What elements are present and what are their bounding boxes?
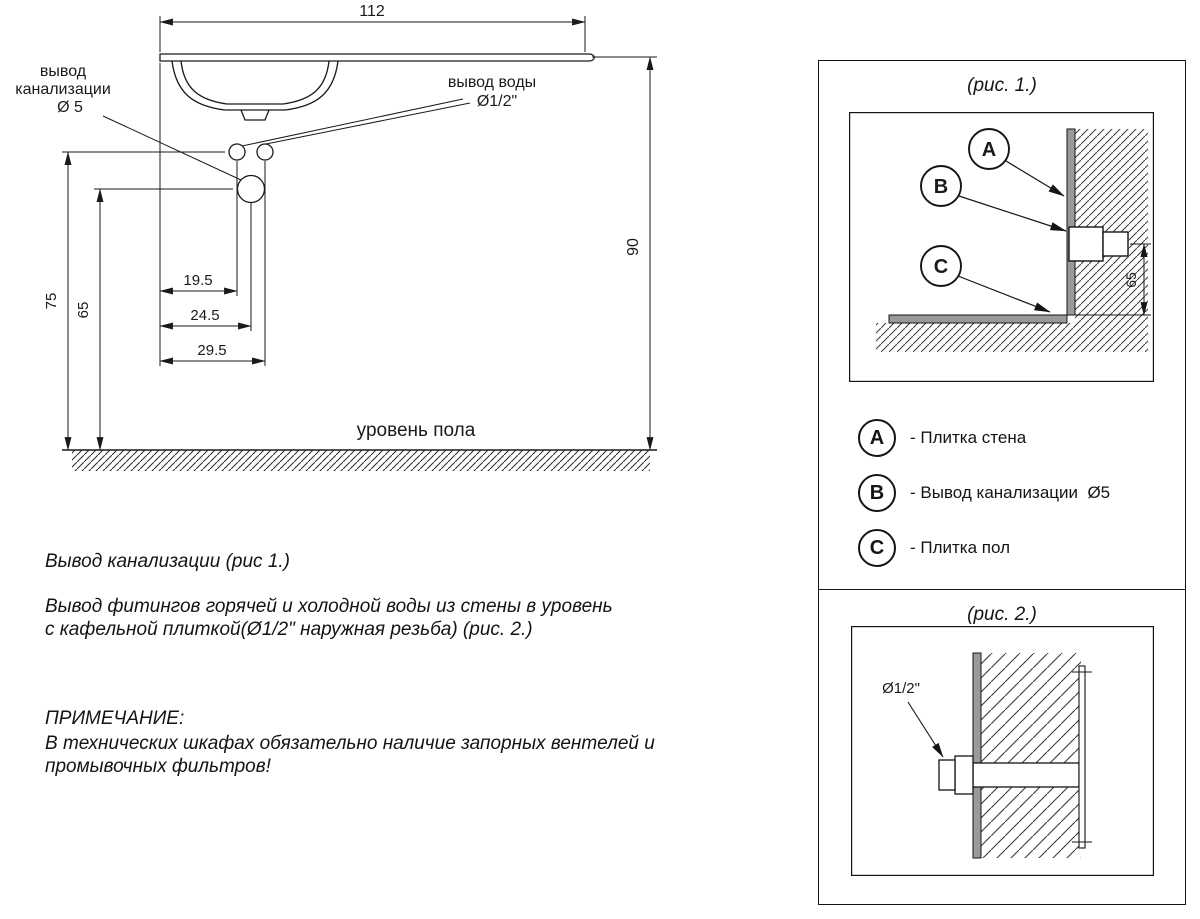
fitting-nut bbox=[954, 755, 974, 795]
legend-a-circle: A bbox=[858, 419, 896, 457]
callout-a-arrow bbox=[1005, 160, 1065, 197]
figure-2-detail-drawing: Ø1/2" bbox=[851, 626, 1154, 877]
legend-row-c: C - Плитка пол bbox=[858, 529, 1010, 567]
legend-b-label: - Вывод канализации Ø5 bbox=[910, 483, 1111, 502]
leader-lines bbox=[102, 98, 471, 181]
note-fittings-line2: с кафельной плиткой(Ø1/2" наружная резьб… bbox=[45, 619, 533, 640]
sewer-outlet-circle bbox=[236, 174, 266, 204]
callout-letters: A B C bbox=[934, 139, 996, 278]
sewer-pipe-socket bbox=[1068, 226, 1104, 262]
sewer-label-line1: вывод bbox=[40, 63, 87, 80]
floor-hatching bbox=[72, 450, 650, 471]
legend-b-circle: B bbox=[858, 474, 896, 512]
basin-outer-wall bbox=[171, 60, 339, 111]
figure-1-drawing-box: 65 A B C bbox=[849, 112, 1154, 387]
dim-text-29-5: 29.5 bbox=[197, 342, 226, 359]
note-remark-line2: промывочных фильтров! bbox=[45, 756, 271, 777]
pipe-diameter-label: Ø1/2" bbox=[882, 680, 920, 697]
legend-row-b: B - Вывод канализации Ø5 bbox=[858, 474, 1110, 512]
legend-c-circle: C bbox=[858, 529, 896, 567]
water-label-line2: Ø1/2" bbox=[477, 93, 517, 110]
wall-tile-strip bbox=[1066, 128, 1076, 316]
figure-1-panel: (рис. 1.) bbox=[818, 60, 1186, 590]
sewer-leader-line bbox=[102, 115, 242, 181]
mounting-bar bbox=[1078, 665, 1086, 849]
sewer-label-line2: канализации bbox=[15, 81, 111, 98]
figure-1-title: (рис. 1.) bbox=[967, 75, 1037, 96]
callout-arrows bbox=[957, 160, 1067, 313]
figure-2-drawing-box: Ø1/2" bbox=[851, 626, 1154, 881]
dim-text-90: 90 bbox=[625, 238, 642, 256]
callout-circles bbox=[920, 128, 1010, 287]
callout-a-letter: A bbox=[982, 139, 996, 161]
water-outlet-left-circle bbox=[228, 143, 246, 161]
dim-text-65: 65 bbox=[75, 302, 92, 319]
note-sewer-ref: Вывод канализации (рис 1.) bbox=[45, 551, 291, 572]
floor-hatching bbox=[876, 323, 1075, 352]
legend-c-label: - Плитка пол bbox=[910, 538, 1010, 557]
water-pipe bbox=[972, 762, 1080, 788]
water-label-line1: вывод воды bbox=[448, 74, 536, 91]
main-installation-drawing: вывод канализации Ø 5 вывод воды Ø1/2" 1… bbox=[15, 3, 657, 471]
floor-level-label: уровень пола bbox=[357, 420, 476, 441]
callout-c-circle bbox=[920, 245, 962, 287]
dim-text-24-5: 24.5 bbox=[190, 307, 219, 324]
wall-tile-strip bbox=[972, 652, 982, 859]
dim-text-75: 75 bbox=[43, 293, 60, 310]
callout-b-arrow bbox=[958, 195, 1067, 232]
water-leader-line-1 bbox=[241, 98, 464, 147]
callout-c-arrow bbox=[957, 275, 1051, 313]
dim-text-112: 112 bbox=[359, 3, 385, 20]
basin-inner-wall bbox=[180, 60, 330, 105]
note-remark-title: ПРИМЕЧАНИЕ: bbox=[45, 708, 185, 729]
note-fittings-line1: Вывод фитингов горячей и холодной воды и… bbox=[45, 596, 613, 617]
drawing-labels: вывод канализации Ø 5 вывод воды Ø1/2" 1… bbox=[15, 3, 642, 441]
note-remark-line1: В технических шкафах обязательно наличие… bbox=[45, 733, 655, 754]
figure-2-panel: (рис. 2.) bbox=[818, 590, 1186, 905]
callout-b-letter: B bbox=[934, 176, 948, 198]
drain-outlet bbox=[240, 109, 270, 121]
water-leader-line-2 bbox=[265, 102, 471, 145]
wall-hatching bbox=[981, 653, 1081, 858]
dim-text-19-5: 19.5 bbox=[183, 272, 212, 289]
figure-1-detail-drawing: 65 A B C bbox=[849, 112, 1154, 382]
sewer-label-line3: Ø 5 bbox=[57, 99, 83, 116]
callout-c-letter: C bbox=[934, 256, 948, 278]
fitting-thread-end bbox=[938, 759, 956, 791]
legend-a-label: - Плитка стена bbox=[910, 428, 1027, 447]
dimension-lines bbox=[62, 16, 657, 451]
callout-b-circle bbox=[920, 165, 962, 207]
callout-a-circle bbox=[968, 128, 1010, 170]
legend-row-a: A - Плитка стена bbox=[858, 419, 1026, 457]
floor-tile-strip bbox=[888, 314, 1068, 324]
figure-2-title: (рис. 2.) bbox=[967, 604, 1037, 625]
countertop-section bbox=[159, 53, 595, 62]
dim-text-65: 65 bbox=[1123, 272, 1139, 288]
sewer-pipe-end bbox=[1102, 231, 1129, 257]
water-outlet-right-circle bbox=[256, 143, 274, 161]
pipe-diameter-arrow bbox=[907, 701, 944, 758]
figure-1-dimension bbox=[1075, 243, 1151, 316]
